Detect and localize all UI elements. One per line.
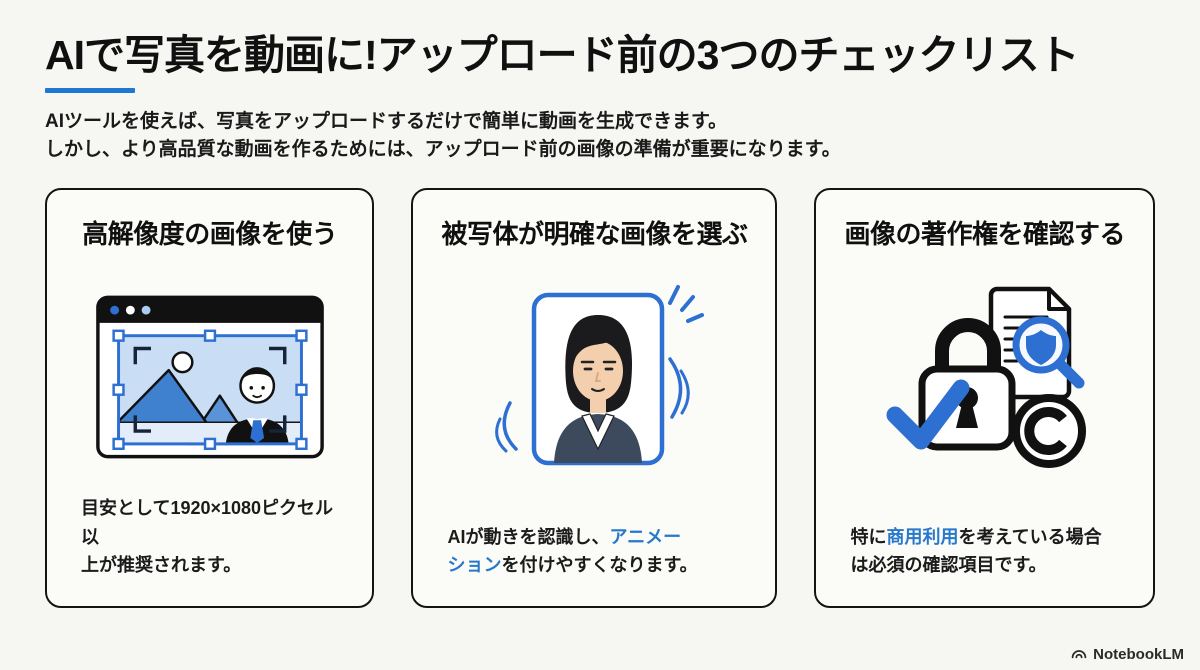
- card-body-text: 目安として1920×1080ピクセル以 上が推奨されます。: [75, 494, 344, 580]
- lock-icon: [918, 318, 1016, 451]
- browser-image-icon: [95, 295, 324, 459]
- card-title: 高解像度の画像を使う: [82, 219, 338, 250]
- brand-watermark: NotebookLM: [1070, 645, 1184, 663]
- clear-subject-portrait-illustration: [441, 263, 747, 491]
- card-clear-subject: 被写体が明確な画像を選ぶ: [411, 188, 778, 609]
- body-text: を付けやすくなります。: [501, 555, 698, 576]
- selection-handles: [112, 329, 308, 451]
- body-text: AIが動きを認識し、: [447, 526, 610, 547]
- card-body-text: 特に商用利用を考えている場合 は必須の確認項目です。: [844, 523, 1125, 581]
- card-title: 被写体が明確な画像を選ぶ: [441, 219, 748, 250]
- copyright-lock-check-illustration: [844, 263, 1125, 491]
- card-body-text: AIが動きを認識し、アニメー ションを付けやすくなります。: [441, 523, 747, 581]
- motion-arcs: [495, 357, 691, 453]
- sparkle-lines: [668, 285, 705, 324]
- portrait-icon: [495, 285, 705, 466]
- checklist-cards: 高解像度の画像を使う: [45, 188, 1155, 609]
- magnifier-shield-icon: [1012, 316, 1085, 389]
- crop-corner-brackets: [133, 346, 287, 434]
- body-text: 特に: [850, 526, 887, 547]
- copyright-symbol-icon: [1011, 394, 1086, 469]
- brand-name: NotebookLM: [1093, 645, 1184, 663]
- page-title: AIで写真を動画に!アップロード前の3つのチェックリスト: [45, 32, 1079, 78]
- person-in-photo: [225, 367, 289, 445]
- body-accent-text: 商用利用: [886, 526, 959, 547]
- card-high-resolution: 高解像度の画像を使う: [45, 188, 375, 609]
- body-accent-text: アニメー ション: [447, 526, 682, 576]
- copyright-icons: [886, 286, 1086, 469]
- body-text: 目安として1920×1080ピクセル以 上が推奨されます。: [81, 497, 334, 576]
- title-underline: [45, 88, 135, 94]
- card-title: 画像の著作権を確認する: [844, 219, 1125, 250]
- notebooklm-arcs-icon: [1071, 650, 1087, 659]
- portrait-person: [554, 315, 643, 464]
- checkmark-icon: [886, 379, 970, 450]
- card-copyright-check: 画像の著作権を確認する: [814, 188, 1155, 609]
- intro-text: AIツールを使えば、写真をアップロードするだけで簡単に動画を生成できます。 しか…: [45, 111, 841, 160]
- browser-selected-photo-illustration: [75, 263, 344, 491]
- body-text: を考えている場合 は必須の確認項目です。: [850, 526, 1102, 576]
